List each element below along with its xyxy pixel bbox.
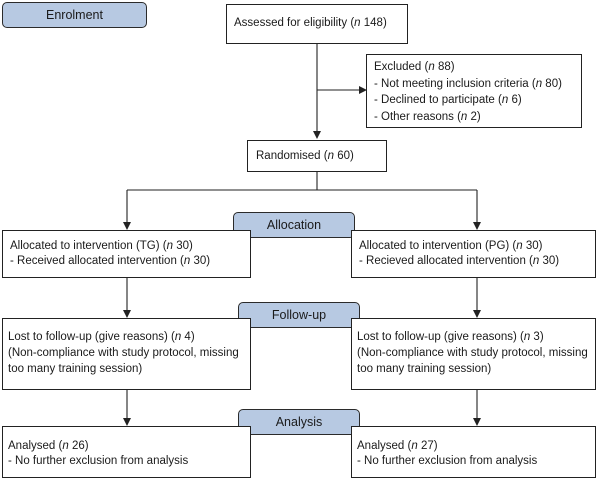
assessed-box: Assessed for eligibility (n 148) — [226, 4, 408, 44]
right-allocation-line: - Recieved allocated intervention (n 30) — [359, 255, 560, 267]
randomised-text: Randomised (n 60) — [256, 150, 354, 162]
stage-allocation: Allocation — [233, 212, 355, 238]
right-followup-line: too many training session) — [357, 363, 492, 375]
stage-analysis-label: Analysis — [275, 415, 323, 429]
left-followup-line: too many training session) — [8, 363, 143, 375]
stage-enrolment-label: Enrolment — [46, 8, 103, 22]
right-followup-line: (Non-compliance with study protocol, mis… — [357, 347, 588, 359]
left-analysis-line: - No further exclusion from analysis — [8, 455, 189, 467]
right-analysis-box: Analysed (n 27) - No further exclusion f… — [351, 426, 596, 478]
left-followup-box: Lost to follow-up (give reasons) (n 4) (… — [2, 318, 251, 390]
stage-analysis: Analysis — [238, 409, 360, 435]
left-analysis-line: Analysed (n 26) — [8, 440, 89, 452]
left-analysis-box: Analysed (n 26) - No further exclusion f… — [2, 426, 251, 478]
right-analysis-line: Analysed (n 27) — [357, 440, 438, 452]
excluded-item: - Declined to participate (n 6) — [374, 94, 522, 106]
right-allocation-line: Allocated to intervention (PG) (n 30) — [359, 240, 543, 252]
excluded-item: - Not meeting inclusion criteria (n 80) — [374, 77, 562, 90]
left-followup-line: Lost to follow-up (give reasons) (n 4) — [8, 331, 195, 343]
stage-follow-up-label: Follow-up — [271, 308, 327, 322]
right-followup-line: Lost to follow-up (give reasons) (n 3) — [357, 331, 544, 343]
left-allocation-line: - Received allocated intervention (n 30) — [10, 255, 211, 267]
stage-allocation-label: Allocation — [266, 218, 322, 232]
randomised-box: Randomised (n 60) — [247, 140, 387, 172]
left-allocation-box: Allocated to intervention (TG) (n 30) - … — [2, 230, 251, 278]
left-followup-line: (Non-compliance with study protocol, mis… — [8, 347, 239, 359]
right-analysis-line: - No further exclusion from analysis — [357, 455, 538, 467]
assessed-text: Assessed for eligibility (n 148) — [234, 17, 387, 29]
right-allocation-box: Allocated to intervention (PG) (n 30) - … — [351, 230, 596, 278]
right-followup-box: Lost to follow-up (give reasons) (n 3) (… — [351, 318, 596, 390]
stage-follow-up: Follow-up — [238, 302, 360, 328]
excluded-box: Excluded (n 88) - Not meeting inclusion … — [366, 54, 582, 128]
stage-enrolment: Enrolment — [2, 2, 147, 28]
left-allocation-line: Allocated to intervention (TG) (n 30) — [10, 240, 193, 252]
excluded-item: - Other reasons (n 2) — [374, 110, 481, 123]
excluded-title: Excluded (n 88) — [374, 61, 455, 73]
